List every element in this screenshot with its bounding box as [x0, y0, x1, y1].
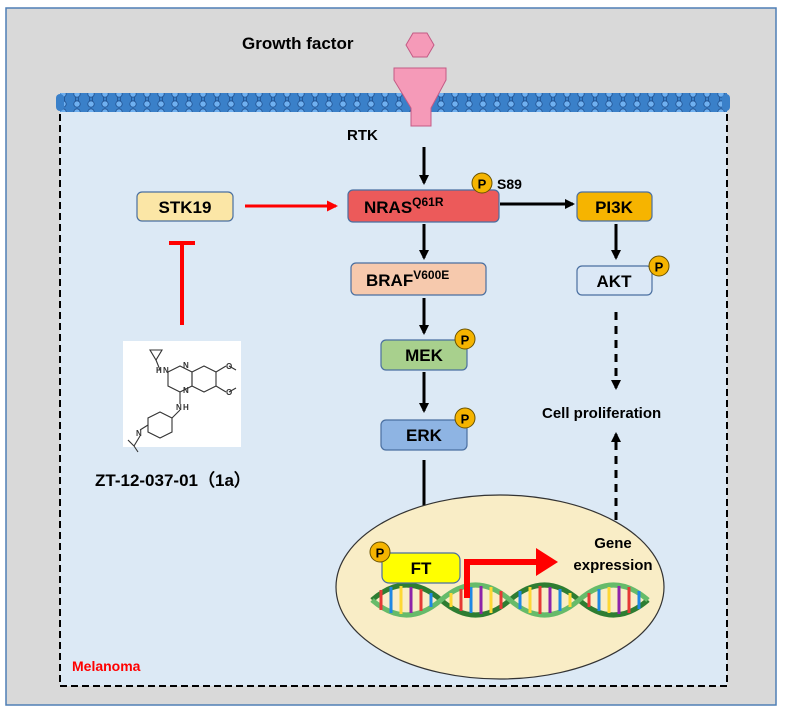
- molecule-o-1: O: [226, 362, 232, 371]
- membrane-cap-right: [722, 94, 730, 111]
- cell-membrane: [60, 93, 727, 112]
- compound-label: ZT-12-037-01（1a）: [95, 470, 251, 490]
- stk19-node: [136, 191, 234, 222]
- erk-node: [380, 419, 468, 451]
- dna-helix: [370, 582, 650, 618]
- mek-phospho-icon: [454, 328, 476, 350]
- transcription-arrow-head: [536, 548, 558, 576]
- akt-node: [576, 265, 653, 296]
- nucleus: [335, 494, 665, 680]
- braf-label-superscript: V600E: [413, 268, 449, 282]
- molecule-n-3: N: [183, 386, 189, 395]
- nras-phospho-label: P: [478, 177, 487, 192]
- akt-label: AKT: [597, 272, 633, 291]
- gene-label: Gene: [594, 535, 632, 552]
- braf-label-main: BRAF: [366, 271, 413, 290]
- nras-label-main: NRAS: [364, 198, 412, 217]
- pi3k-node: [576, 191, 653, 222]
- erk-label: ERK: [406, 426, 443, 445]
- braf-label: BRAFV600E: [366, 268, 449, 290]
- molecule-n-5: N: [136, 429, 142, 438]
- melanoma-label: Melanoma: [72, 658, 141, 674]
- expression-label: expression: [573, 557, 652, 574]
- molecule-o-2: O: [226, 388, 232, 397]
- molecule-nh-1: H: [156, 366, 162, 375]
- ft-phospho-label: P: [376, 546, 385, 561]
- growth-factor-hexagon: [405, 32, 435, 58]
- rtk-receptor: [393, 67, 447, 127]
- erk-phospho-label: P: [461, 412, 470, 427]
- ft-node: [381, 552, 461, 584]
- cell-proliferation-label: Cell proliferation: [542, 405, 661, 422]
- transcription-start-arrow: [464, 559, 538, 598]
- ft-phospho-icon: [369, 541, 391, 563]
- molecule-n-4: N: [176, 403, 182, 412]
- nras-label: NRASQ61R: [364, 195, 444, 217]
- compound-structure: [127, 349, 237, 453]
- rtk-label: RTK: [347, 127, 378, 144]
- mek-label: MEK: [405, 346, 444, 365]
- erk-phospho-icon: [454, 407, 476, 429]
- membrane-cap-left: [56, 94, 64, 111]
- braf-node: [350, 262, 487, 296]
- mek-node: [380, 339, 468, 371]
- akt-phospho-label: P: [655, 260, 664, 275]
- mek-phospho-label: P: [461, 333, 470, 348]
- stk19-label: STK19: [159, 198, 212, 217]
- pi3k-label: PI3K: [595, 198, 634, 217]
- akt-phospho-icon: [648, 255, 670, 277]
- nras-label-superscript: Q61R: [412, 195, 444, 209]
- s89-label: S89: [497, 176, 522, 192]
- nras-node: [347, 189, 500, 223]
- ft-label: FT: [411, 559, 432, 578]
- molecule-n-1: N: [163, 366, 169, 375]
- molecule-n-2: N: [183, 361, 189, 370]
- nras-phospho-icon: [471, 172, 493, 194]
- growth-factor-label: Growth factor: [242, 34, 354, 53]
- molecule-nh-2: H: [183, 403, 189, 412]
- compound-structure-frame: [123, 341, 241, 447]
